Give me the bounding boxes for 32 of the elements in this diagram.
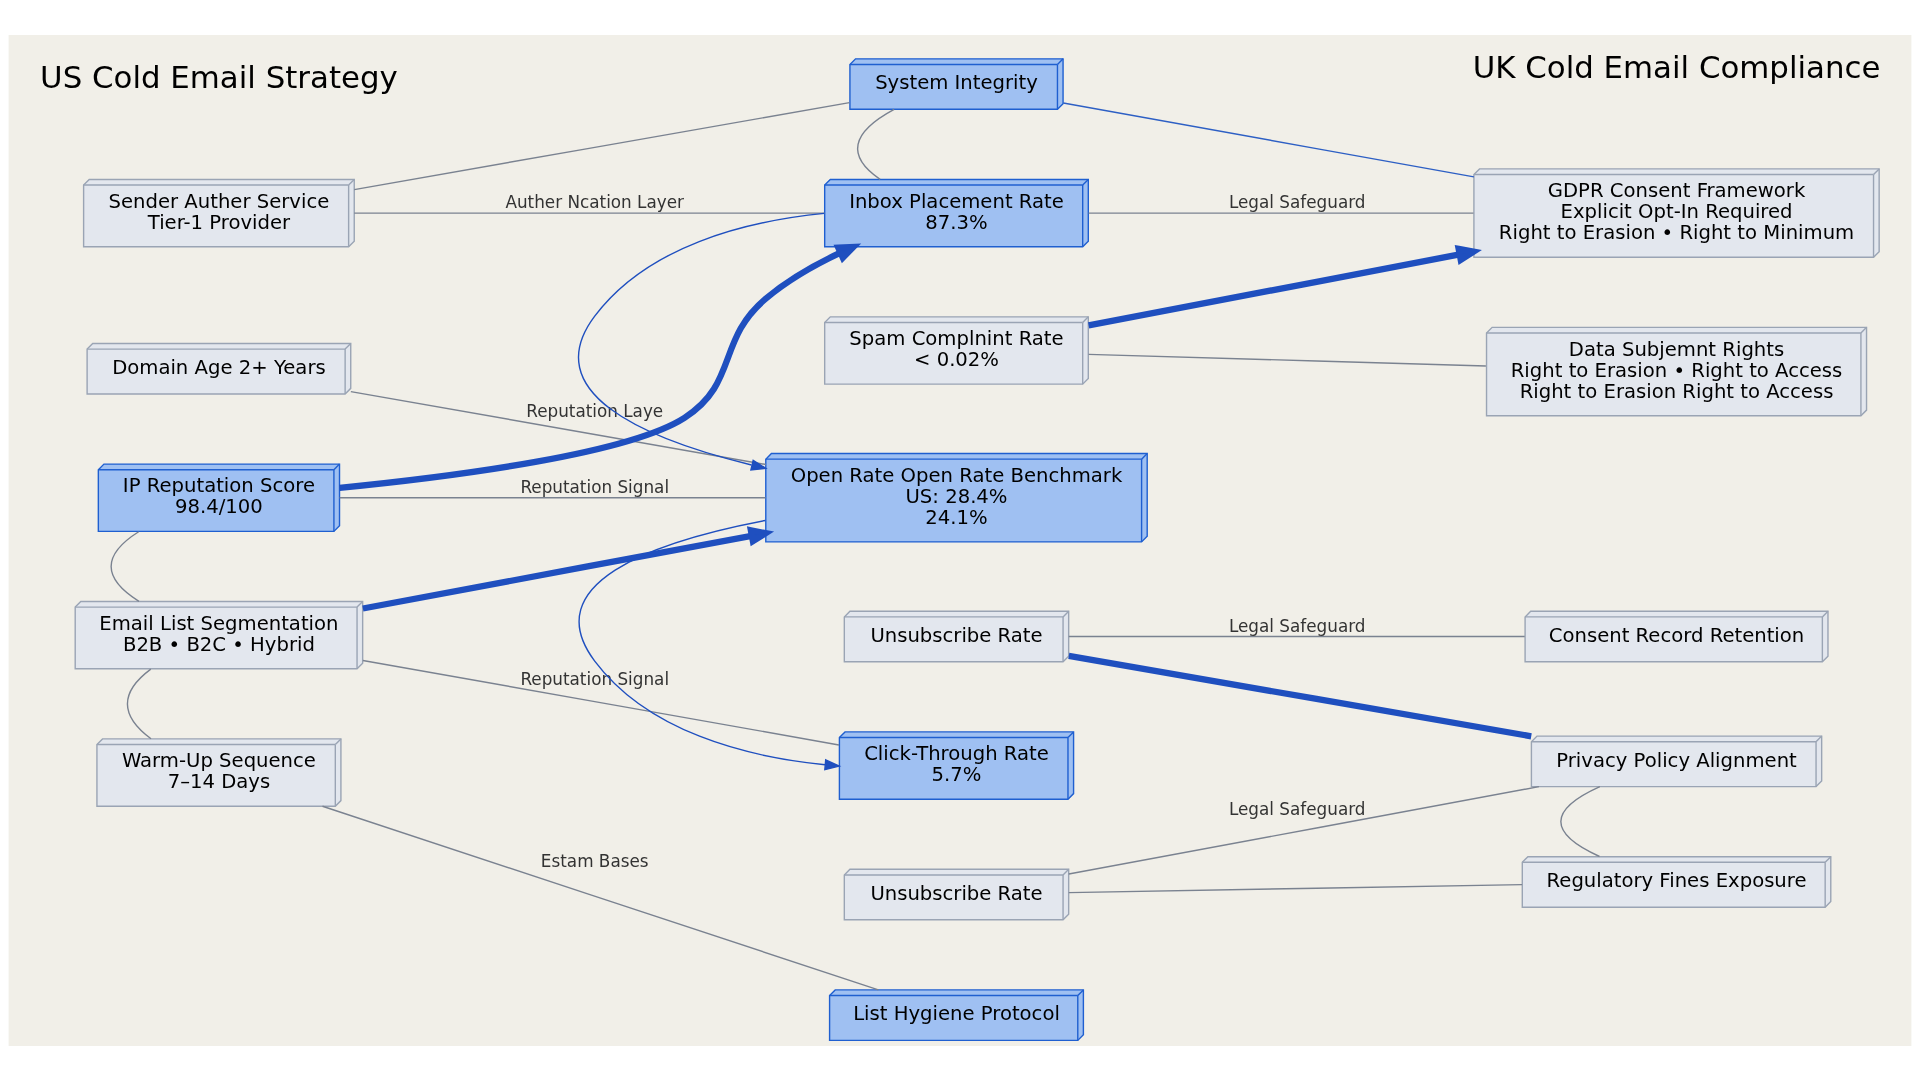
- connector: [1068, 652, 1532, 739]
- connector: [857, 108, 895, 180]
- connector: [350, 390, 767, 465]
- arrow: [1088, 244, 1482, 329]
- label: US Cold Email Strategy: [40, 58, 398, 95]
- edge-label: Estam Bases: [540, 850, 649, 871]
- connector: [1087, 211, 1475, 214]
- arrow: [339, 242, 862, 491]
- label: UK Cold Email Compliance: [1472, 48, 1881, 85]
- connector: [126, 667, 152, 739]
- connector: [338, 496, 767, 498]
- edge-label: Legal Safeguard: [1228, 798, 1366, 819]
- arrow: [362, 525, 775, 612]
- arrow: [578, 519, 842, 771]
- edge-label: Auther Ncation Layer: [505, 191, 684, 212]
- connector: [1062, 101, 1475, 178]
- edge-label: Legal Safeguard: [1228, 615, 1366, 636]
- connector: [1560, 785, 1601, 857]
- edge-label: Reputation Signal: [520, 668, 670, 689]
- connector: [110, 530, 140, 602]
- connector: [353, 211, 826, 214]
- connector: [1087, 353, 1487, 367]
- connector: [1068, 883, 1523, 893]
- arrow: [578, 212, 825, 471]
- edge-label: Legal Safeguard: [1228, 191, 1366, 212]
- edge-label: Reputation Signal: [520, 476, 670, 497]
- connector: [362, 659, 840, 746]
- connector: [321, 805, 880, 991]
- connector: [353, 101, 851, 190]
- connector: [1068, 785, 1540, 875]
- edge-label: Reputation Laye: [526, 400, 664, 421]
- connector: [1068, 635, 1526, 637]
